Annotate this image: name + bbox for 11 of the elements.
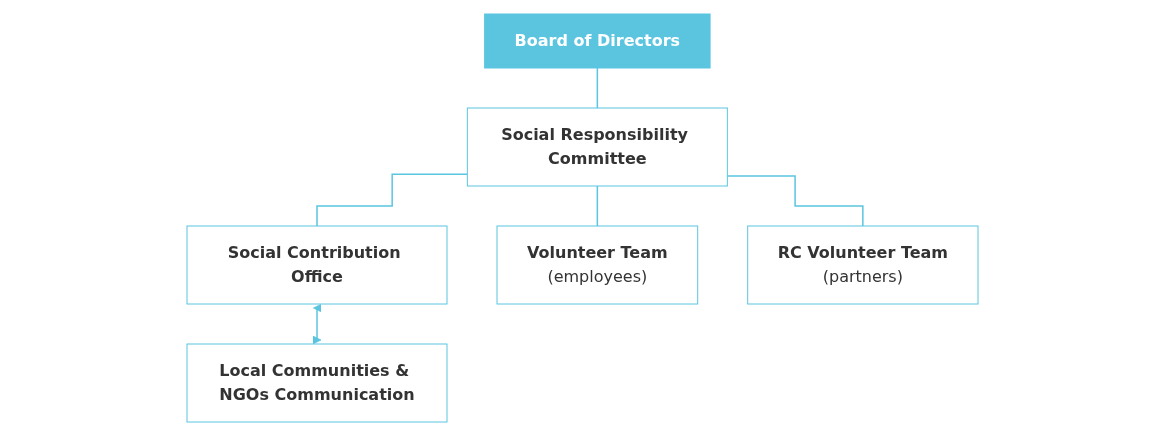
connector (316, 173, 469, 227)
node-box: Board of Directors (484, 13, 711, 69)
arrow (312, 304, 322, 345)
node-box: RC Volunteer Team (partners) (747, 225, 979, 305)
connector (726, 175, 864, 227)
node-box: Social Contribution Office (186, 225, 448, 305)
connector (596, 67, 599, 109)
node-box: Volunteer Team (employees) (496, 225, 699, 305)
node-box: Social Responsibility Committee (466, 107, 728, 187)
node-box: Local Communities & NGOs Communication (186, 343, 448, 423)
connector (596, 185, 599, 227)
